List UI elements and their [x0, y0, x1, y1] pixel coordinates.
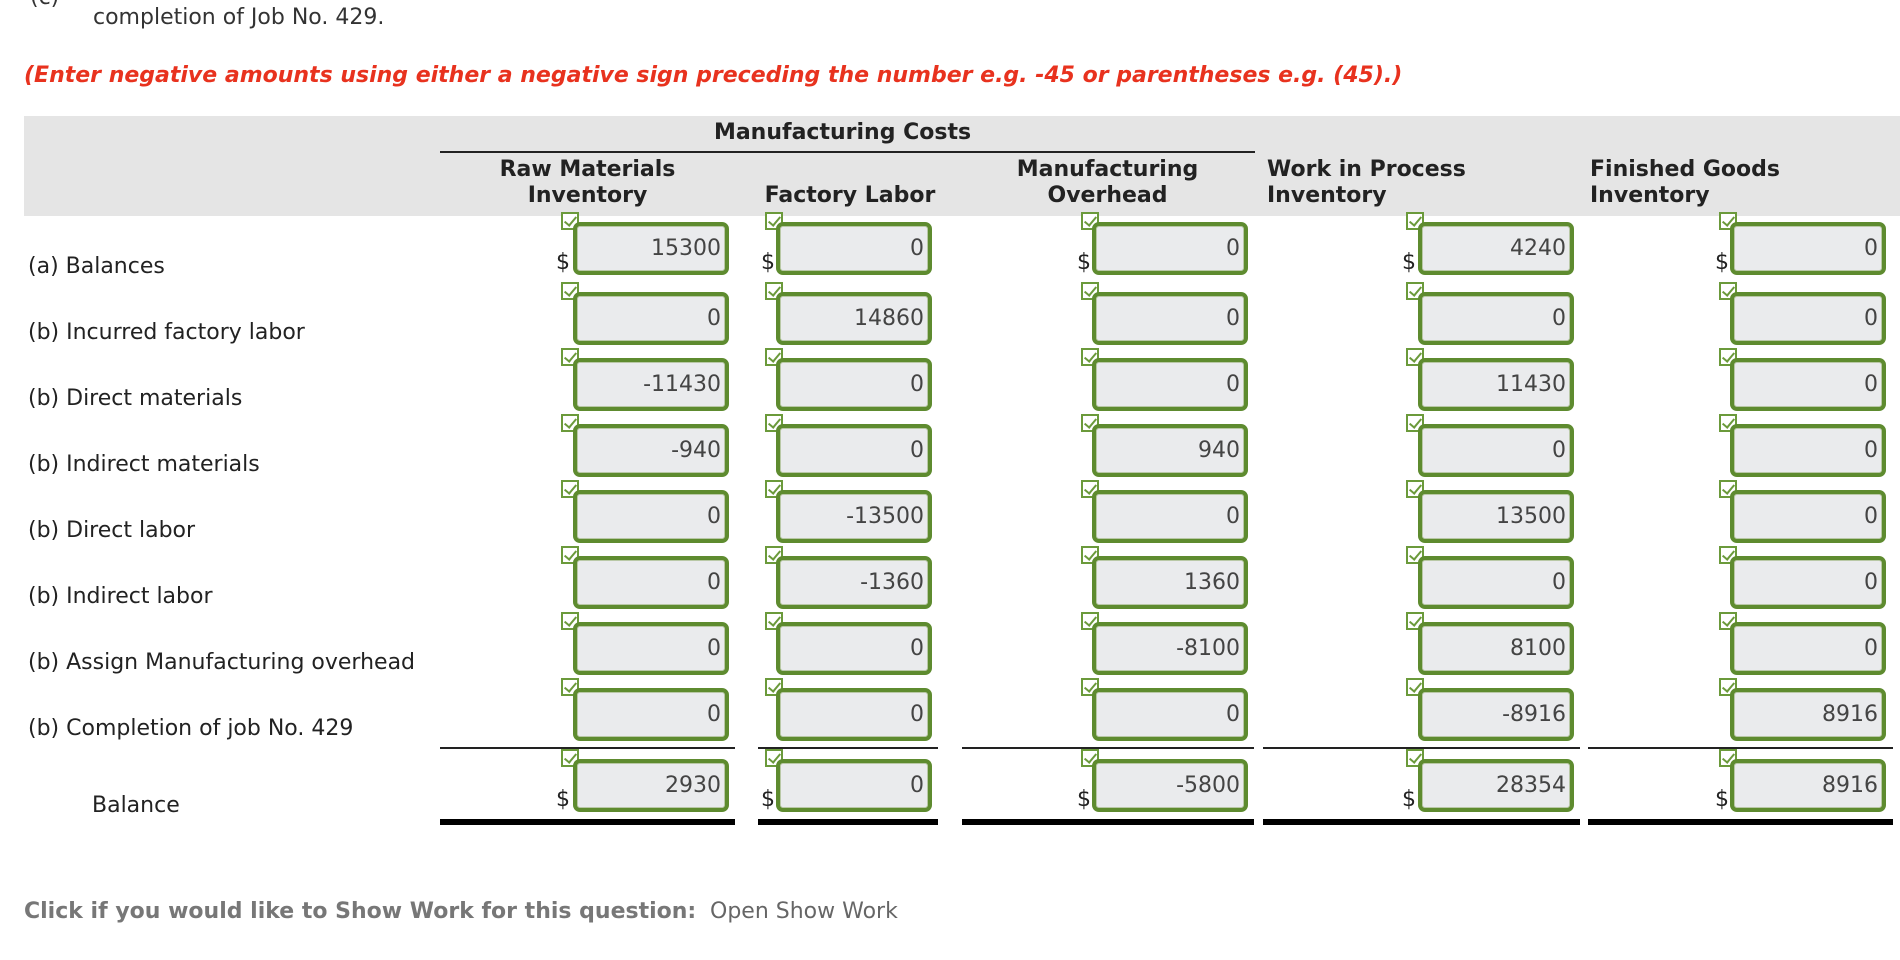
amount-input[interactable] — [1730, 759, 1886, 812]
column-header-line1 — [740, 157, 960, 183]
amount-input[interactable] — [1418, 556, 1574, 609]
amount-input[interactable] — [573, 622, 729, 675]
amount-input[interactable] — [1092, 622, 1248, 675]
dollar-sign: $ — [1077, 787, 1091, 812]
column-header-line2: Overhead — [1047, 183, 1168, 208]
amount-input[interactable] — [1730, 358, 1886, 411]
amount-input[interactable] — [573, 222, 729, 275]
amount-input[interactable] — [776, 490, 932, 543]
row-label: (b) Indirect labor — [28, 584, 213, 609]
amount-input[interactable] — [573, 292, 729, 345]
row-label: (b) Direct labor — [28, 518, 196, 543]
amount-input[interactable] — [776, 622, 932, 675]
column-header-line1: Finished Goods — [1590, 157, 1780, 182]
amount-input[interactable] — [1730, 490, 1886, 543]
dollar-sign: $ — [1402, 787, 1416, 812]
amount-input[interactable] — [1092, 358, 1248, 411]
subtotal-rule — [1263, 747, 1580, 749]
column-header: Factory Labor — [740, 157, 960, 209]
total-double-rule — [1588, 819, 1893, 825]
manufacturing-costs-header: Manufacturing Costs — [713, 120, 972, 145]
column-header-line2: Inventory — [527, 183, 648, 208]
amount-input[interactable] — [1418, 490, 1574, 543]
column-header-line2: Inventory — [1267, 183, 1387, 208]
dollar-sign: $ — [761, 250, 775, 275]
amount-input[interactable] — [776, 292, 932, 345]
amount-input[interactable] — [1092, 424, 1248, 477]
column-header-line1: Raw Materials — [499, 157, 676, 182]
question-text-line: completion of Job No. 429. — [93, 5, 385, 30]
subtotal-rule — [440, 747, 735, 749]
row-label: (a) Balances — [28, 254, 165, 279]
amount-input[interactable] — [1418, 424, 1574, 477]
amount-input[interactable] — [776, 358, 932, 411]
question-text-tail: (c) completion of Job No. 429. — [0, 0, 1900, 34]
amount-input[interactable] — [1730, 556, 1886, 609]
amount-input[interactable] — [1092, 556, 1248, 609]
dollar-sign: $ — [1715, 787, 1729, 812]
amount-input[interactable] — [776, 424, 932, 477]
open-show-work-link[interactable]: Open Show Work — [710, 899, 898, 924]
dollar-sign: $ — [1715, 250, 1729, 275]
row-label: (b) Indirect materials — [28, 452, 260, 477]
amount-input[interactable] — [573, 490, 729, 543]
table-header-band — [24, 116, 1900, 216]
amount-input[interactable] — [1730, 292, 1886, 345]
total-double-rule — [1263, 819, 1580, 825]
total-double-rule — [962, 819, 1254, 825]
total-double-rule — [440, 819, 735, 825]
amount-input[interactable] — [1092, 759, 1248, 812]
subtotal-rule — [962, 747, 1254, 749]
amount-input[interactable] — [1730, 622, 1886, 675]
dollar-sign: $ — [1077, 250, 1091, 275]
dollar-sign: $ — [1402, 250, 1416, 275]
column-header-line1: Manufacturing — [1016, 157, 1199, 182]
amount-input[interactable] — [776, 556, 932, 609]
amount-input[interactable] — [1730, 424, 1886, 477]
row-label: (b) Completion of job No. 429 — [28, 716, 354, 741]
amount-input[interactable] — [1418, 688, 1574, 741]
amount-input[interactable] — [573, 759, 729, 812]
show-work-prompt: Click if you would like to Show Work for… — [24, 899, 697, 924]
subtotal-rule — [1588, 747, 1893, 749]
amount-input[interactable] — [1092, 292, 1248, 345]
amount-input[interactable] — [776, 759, 932, 812]
group-header-underline — [440, 151, 1255, 153]
balance-label: Balance — [92, 793, 180, 818]
column-header-line2: Factory Labor — [764, 183, 936, 208]
amount-input[interactable] — [1730, 222, 1886, 275]
amount-input[interactable] — [1092, 490, 1248, 543]
instruction-text: (Enter negative amounts using either a n… — [24, 63, 1403, 88]
amount-input[interactable] — [573, 424, 729, 477]
row-label: (b) Direct materials — [28, 386, 243, 411]
amount-input[interactable] — [1092, 688, 1248, 741]
dollar-sign: $ — [761, 787, 775, 812]
total-double-rule — [758, 819, 938, 825]
amount-input[interactable] — [573, 358, 729, 411]
amount-input[interactable] — [1092, 222, 1248, 275]
dollar-sign: $ — [556, 787, 570, 812]
column-header-line1: Work in Process — [1267, 157, 1466, 182]
amount-input[interactable] — [573, 556, 729, 609]
subtotal-rule — [758, 747, 938, 749]
question-text-cutoff: (c) — [30, 0, 59, 10]
amount-input[interactable] — [776, 688, 932, 741]
amount-input[interactable] — [1418, 222, 1574, 275]
row-label: (b) Incurred factory labor — [28, 320, 305, 345]
amount-input[interactable] — [1730, 688, 1886, 741]
amount-input[interactable] — [1418, 759, 1574, 812]
dollar-sign: $ — [556, 250, 570, 275]
amount-input[interactable] — [1418, 292, 1574, 345]
amount-input[interactable] — [573, 688, 729, 741]
row-label: (b) Assign Manufacturing overhead — [28, 650, 416, 675]
column-header-line2: Inventory — [1590, 183, 1710, 208]
amount-input[interactable] — [776, 222, 932, 275]
amount-input[interactable] — [1418, 622, 1574, 675]
amount-input[interactable] — [1418, 358, 1574, 411]
